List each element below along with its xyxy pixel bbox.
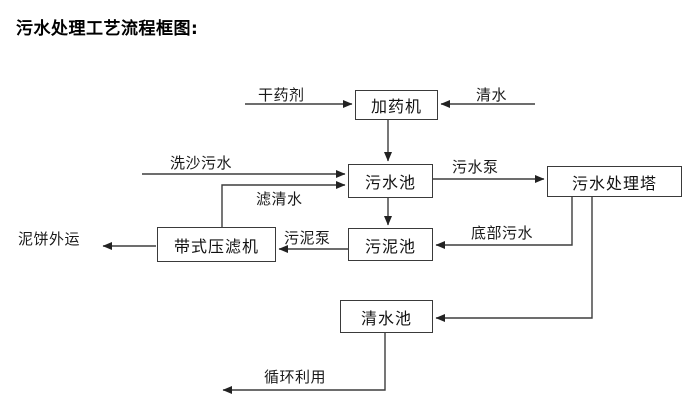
edge-bottom-sewage-to-sludge-pool bbox=[435, 197, 573, 249]
flow-label-sewage-pump: 污水泵 bbox=[452, 158, 499, 176]
node-clean-water-pool: 清水池 bbox=[340, 300, 433, 333]
flow-label-dry-chemical: 干药剂 bbox=[258, 86, 305, 104]
node-sewage-pool: 污水池 bbox=[348, 164, 433, 198]
node-belt-filter-press: 带式压滤机 bbox=[157, 227, 276, 262]
flow-label-sand-washing-sewage: 洗沙污水 bbox=[170, 154, 233, 172]
node-sewage-treatment-tower: 污水处理塔 bbox=[547, 166, 682, 197]
flow-label-clean-water: 清水 bbox=[476, 86, 508, 104]
edge-filtered-water-to-sewage-pool bbox=[221, 181, 346, 227]
edge-tower-to-clean-water-pool bbox=[435, 197, 593, 322]
flow-label-bottom-sewage: 底部污水 bbox=[471, 224, 534, 242]
node-dosing-machine: 加药机 bbox=[355, 90, 438, 120]
node-sludge-pool: 污泥池 bbox=[348, 228, 433, 261]
flow-label-filtered-water: 滤清水 bbox=[256, 190, 303, 208]
diagram-title: 污水处理工艺流程框图: bbox=[16, 19, 199, 39]
edge-clean-water-recycling bbox=[222, 333, 386, 394]
flow-label-sludge-pump: 污泥泵 bbox=[284, 229, 331, 247]
flow-label-mud-cake-transport: 泥饼外运 bbox=[18, 230, 81, 248]
flow-label-recycling: 循环利用 bbox=[264, 368, 327, 386]
